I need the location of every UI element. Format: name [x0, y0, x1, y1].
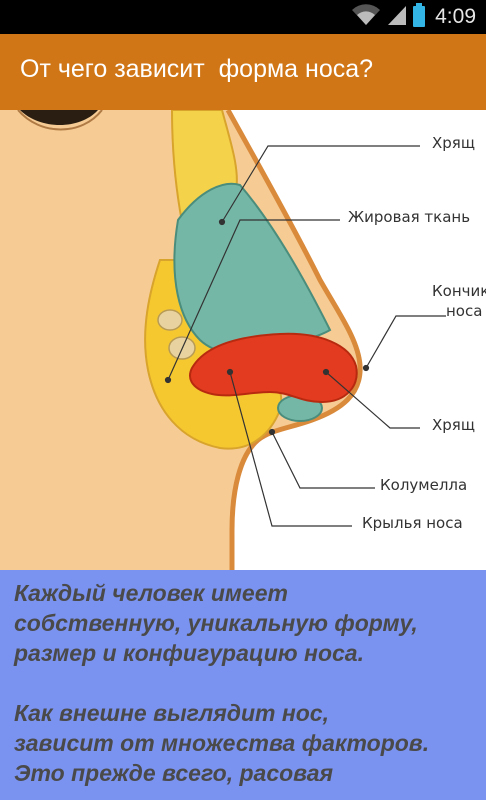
- label-cartilage-bottom: Хрящ: [432, 416, 475, 434]
- body-paragraph: Как внешне выглядит нос, зависит от множ…: [14, 700, 430, 786]
- label-tip-1: Кончик: [432, 282, 486, 300]
- clock: 4:09: [435, 5, 476, 28]
- label-wings: Крылья носа: [362, 514, 463, 532]
- label-cartilage-top: Хрящ: [432, 134, 475, 152]
- action-bar: От чего зависит форма носа?: [0, 34, 486, 110]
- body-text-panel: Каждый человек имеет собственную, уникал…: [0, 570, 486, 800]
- page-title: От чего зависит форма носа?: [20, 55, 374, 83]
- eye: [20, 110, 98, 125]
- status-bar: 4:09: [0, 0, 486, 34]
- signal-icon: [387, 4, 407, 31]
- nose-anatomy-diagram: Хрящ Жировая ткань Кончик носа Хрящ Колу…: [0, 110, 486, 570]
- label-fat: Жировая ткань: [348, 208, 470, 226]
- wifi-icon: [351, 3, 381, 31]
- label-tip-2: носа: [446, 302, 482, 320]
- status-icons: 4:09: [351, 2, 476, 32]
- label-columella: Колумелла: [380, 476, 467, 494]
- fat-lobule: [157, 309, 183, 331]
- alar-cartilage: [189, 332, 358, 404]
- body-paragraph: Каждый человек имеет собственную, уникал…: [14, 580, 418, 666]
- battery-icon: [413, 2, 426, 32]
